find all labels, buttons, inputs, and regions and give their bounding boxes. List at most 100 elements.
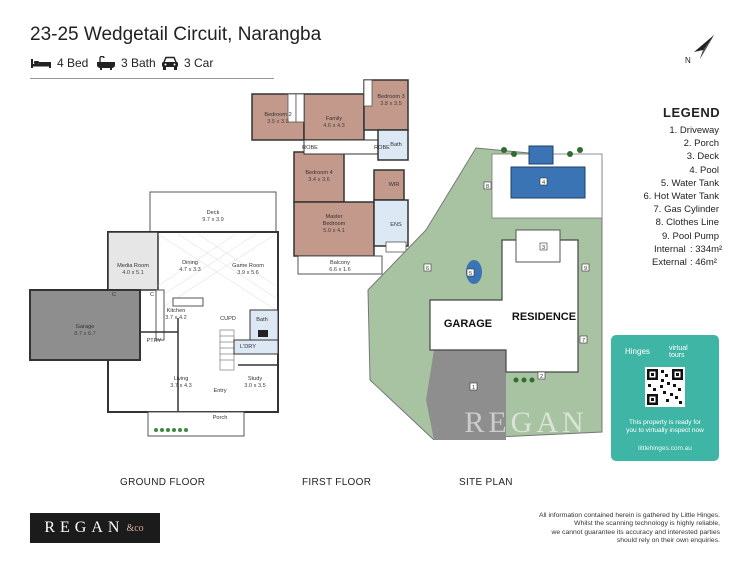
game-room-label: Game Room — [232, 263, 264, 269]
garage-size: 8.7 x 6.7 — [74, 331, 95, 337]
bedroom4-label: Bedroom 4 — [305, 170, 332, 176]
study-label: Study — [248, 376, 263, 382]
site-marker-3: 3 — [542, 245, 545, 251]
tour-url-link[interactable]: littlehinges.com.au — [638, 445, 692, 452]
deck-size: 9.7 x 3.9 — [202, 217, 223, 223]
bedroom2-label: Bedroom 2 — [264, 112, 291, 118]
dining-label: Dining — [182, 260, 198, 266]
site-marker-8: 8 — [486, 184, 489, 190]
legend-title: LEGEND — [663, 105, 721, 120]
legend-item: 4. Pool — [689, 164, 719, 176]
balcony-label: Balcony — [330, 260, 350, 266]
media-room-size: 4.0 x 5.1 — [122, 270, 143, 276]
legend-item: 7. Gas Cylinder — [653, 204, 719, 216]
site-residence-label: RESIDENCE — [512, 311, 576, 323]
bedroom3-size: 3.8 x 3.5 — [380, 101, 401, 107]
bath-icon — [96, 56, 116, 70]
site-marker-5: 5 — [469, 271, 472, 277]
site-marker-7: 7 — [582, 338, 585, 344]
header-divider — [30, 78, 274, 79]
bed-feature: 4 Bed — [30, 56, 88, 70]
ground-bath-label: Bath — [256, 317, 268, 323]
virtual-tour-card[interactable]: Hinges virtual tours This property is re… — [611, 335, 719, 461]
qr-code-icon[interactable] — [645, 367, 685, 407]
porch-label: Porch — [213, 415, 228, 421]
bed-count: 4 Bed — [57, 56, 89, 70]
legend-item: 1. Driveway — [669, 125, 719, 136]
site-marker-6: 6 — [426, 266, 429, 272]
family-size: 4.6 x 4.3 — [323, 123, 344, 129]
legend-item: 8. Clothes Line — [655, 217, 719, 229]
first-bath-label: Bath — [390, 142, 402, 148]
study-size: 3.0 x 3.5 — [244, 383, 265, 389]
legend-item: 2. Porch — [683, 138, 719, 150]
kitchen-size: 3.7 x 4.2 — [165, 315, 186, 321]
compass-arrow-icon — [694, 35, 714, 59]
disclaimer-line: we cannot guarantee its accuracy and int… — [551, 528, 720, 536]
living-label: Living — [174, 376, 189, 382]
bath-count: 3 Bath — [121, 56, 156, 70]
external-area-label: External — [652, 257, 687, 268]
compass-north-label: N — [685, 56, 691, 65]
legend-item: 3. Deck — [686, 151, 719, 163]
legend-item: 5. Water Tank — [660, 177, 719, 189]
ground-floor-label: GROUND FLOOR — [120, 477, 206, 488]
first-floor-label: FIRST FLOOR — [302, 477, 372, 488]
legend-item: 6. Hot Water Tank — [643, 191, 719, 203]
agency-logo: REGAN&co — [30, 513, 160, 543]
bedroom3-label: Bedroom 3 — [377, 94, 404, 100]
internal-area-value: : 334m² — [690, 244, 723, 255]
robe-label: ROBE — [302, 145, 318, 151]
living-size: 3.7 x 4.3 — [170, 383, 191, 389]
wir-label: WIR — [389, 182, 400, 188]
site-marker-9: 9 — [584, 266, 587, 272]
robe-label: ROBE — [374, 145, 390, 151]
bath-feature: 3 Bath — [96, 56, 156, 70]
hinges-brand: Hinges — [625, 347, 650, 356]
media-room-label: Media Room — [117, 263, 149, 269]
internal-area-label: Internal — [654, 244, 686, 255]
disclaimer: All information contained herein is gath… — [539, 512, 720, 546]
site-marker-4: 4 — [542, 180, 545, 186]
virtual-tours-badge: virtual tours — [669, 345, 688, 359]
disclaimer-line: All information contained herein is gath… — [539, 512, 720, 519]
disclaimer-line: should rely on their own enquiries. — [616, 537, 720, 545]
car-count: 3 Car — [184, 56, 214, 70]
site-marker-1: 1 — [472, 385, 475, 391]
agency-logo-text: REGAN — [44, 519, 125, 536]
bed-icon — [30, 57, 52, 69]
agency-watermark: REGAN — [464, 406, 587, 439]
car-feature: 3 Car — [161, 56, 213, 70]
ground-floor-plan: Deck 9.7 x 3.9 Media Room 4.0 x 5.1 Dini… — [29, 191, 279, 437]
property-address: 23-25 Wedgetail Circuit, Narangba — [30, 24, 322, 45]
master-size: 5.9 x 4.1 — [323, 228, 344, 234]
kitchen-label: Kitchen — [167, 308, 186, 314]
balcony-size: 6.6 x 1.6 — [329, 267, 350, 273]
cupboard-c-label: C — [112, 292, 116, 298]
bedroom4-size: 3.4 x 3.6 — [308, 177, 329, 183]
tour-text-line2: you to virtually inspect now — [626, 427, 704, 434]
car-icon — [161, 56, 179, 70]
compass — [682, 33, 722, 74]
agency-logo-amp: &co — [126, 522, 144, 534]
site-plan-label: SITE PLAN — [459, 477, 513, 488]
pantry-label: PTRY — [147, 338, 162, 344]
ground-cupboard-label: CUPD — [220, 316, 236, 322]
laundry-label: L'DRY — [240, 344, 256, 350]
master-label-line2: Bedroom — [323, 221, 346, 227]
deck-label: Deck — [207, 210, 220, 216]
site-garage-label: GARAGE — [444, 318, 492, 330]
ensuite-label: ENS — [390, 222, 402, 228]
garage-label: Garage — [76, 324, 95, 330]
dining-size: 4.7 x 3.3 — [179, 267, 200, 273]
site-plan: 1 2 3 4 5 6 7 8 9 GARAGE RESIDENCE REGAN — [367, 145, 603, 440]
tour-text-line1: This property is ready for — [629, 419, 701, 426]
external-area-value: : 46m² — [690, 257, 717, 268]
site-marker-2: 2 — [540, 374, 543, 380]
entry-label: Entry — [213, 388, 226, 394]
game-room-size: 3.9 x 5.6 — [237, 270, 258, 276]
family-label: Family — [326, 116, 343, 122]
master-label: Master — [325, 214, 342, 220]
bedroom2-size: 3.5 x 3.9 — [267, 119, 288, 125]
first-floor-plan: Bedroom 2 3.5 x 3.9 Family 4.6 x 4.3 Bed… — [251, 79, 409, 275]
